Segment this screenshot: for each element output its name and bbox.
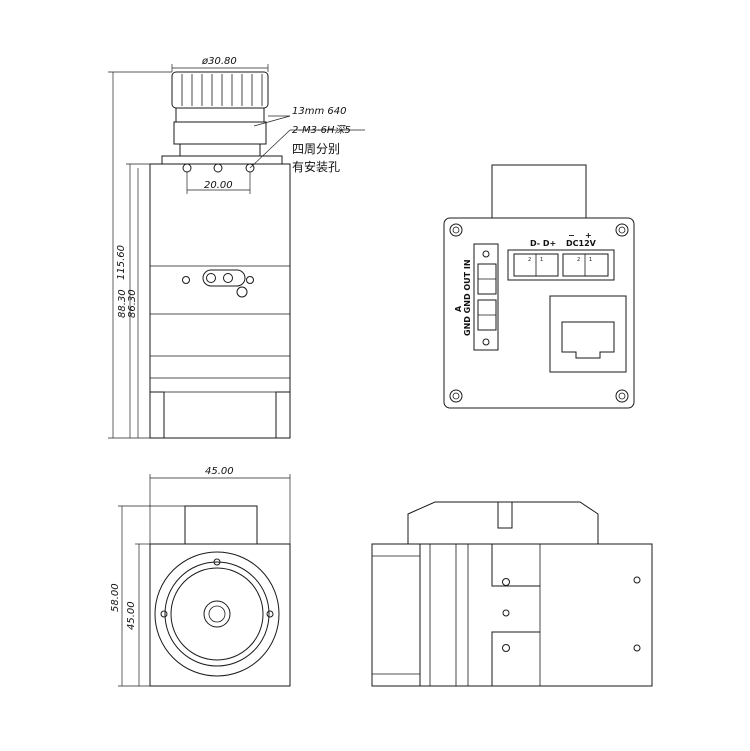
body-collar [161,155,283,165]
dim-height-88: 88.30 [117,289,128,318]
note-cn-1: 四周分别 [292,142,340,156]
back-top-tab [491,164,587,219]
mount-hole [502,609,510,617]
mount-hole [236,286,248,298]
top-view-body [371,543,653,687]
slot-plate [202,269,246,287]
screw-note: 2-M3-6H深5 [292,124,351,136]
mount-hole [182,276,190,284]
rj45-port [549,295,627,373]
mount-hole [633,576,641,584]
mount-hole [502,578,510,586]
pin-label: 2 [528,257,531,263]
back-view: D- D+ DC12V − + 2 1 2 1 GND GND OUT IN A [443,164,635,409]
camera-body [149,163,291,439]
rj45-socket [561,321,615,359]
lens-barrel-lower [173,121,267,145]
mount-hole [633,644,641,652]
dim-height-86: 86.30 [127,289,138,318]
plus-label: + [585,231,592,240]
dim-total-height: 115.60 [116,245,127,280]
dim-front-height: 58.00 [110,583,121,612]
pin-label: 2 [577,257,580,263]
io-hole [482,250,490,258]
front-body [149,543,291,687]
lens-side [371,543,421,687]
mount-hole [223,273,233,283]
lens-inner [170,567,264,661]
corner-screw [449,389,463,403]
lens-mount [179,143,261,157]
side-panel [491,544,540,686]
mount-hole [502,644,510,652]
corner-screw [615,223,629,237]
dim-width: 45.00 [205,466,234,477]
top-connector [507,249,615,281]
dim-front-body: 45.00 [126,601,137,630]
minus-label: − [568,231,575,240]
dim-lens-diameter: ø30.80 [201,56,237,67]
mount-hole [206,273,216,283]
pin-label: 1 [540,257,543,263]
lens-outer [154,551,280,677]
annotations: 13mm 640 2-M3-6H深5 四周分别 有安装孔 [249,106,365,174]
note-cn-2: 有安装孔 [292,159,340,174]
lens-note: 13mm 640 [292,106,346,117]
io-label: GND GND OUT IN [463,259,472,336]
pin-label: 1 [589,257,592,263]
mount-hole [160,610,168,618]
power-terminal [562,253,609,277]
front-view [149,505,291,687]
power-label: DC12V [566,239,597,248]
lens-ring [171,71,269,109]
lens-ring-front [164,561,270,667]
io-hole [482,338,490,346]
top-view [371,501,653,687]
body-foot [149,391,165,439]
lens-center [203,600,231,628]
front-dimensions: 45.00 58.00 45.00 [110,466,291,687]
side-dimensions: ø30.80 20.00 115.60 88.30 86.30 [108,56,269,439]
io-connector [473,243,499,351]
dim-hole-spacing: 20.00 [204,180,233,191]
body-foot [275,391,291,439]
side-view [149,71,291,439]
mount-hole [266,610,274,618]
back-panel [443,217,635,409]
corner-screw [449,223,463,237]
io-label-a: A [454,305,463,312]
mount-hole [246,276,254,284]
top-view-tab [407,501,599,544]
mount-hole [213,163,223,173]
front-top-tab [184,505,258,545]
lens-barrel-upper [175,107,265,123]
mount-hole [182,163,192,173]
lens-knurl [181,74,263,106]
top-view-notch [497,501,513,529]
mount-hole [213,558,221,566]
data-label: D- D+ [530,239,556,248]
corner-screw [615,389,629,403]
